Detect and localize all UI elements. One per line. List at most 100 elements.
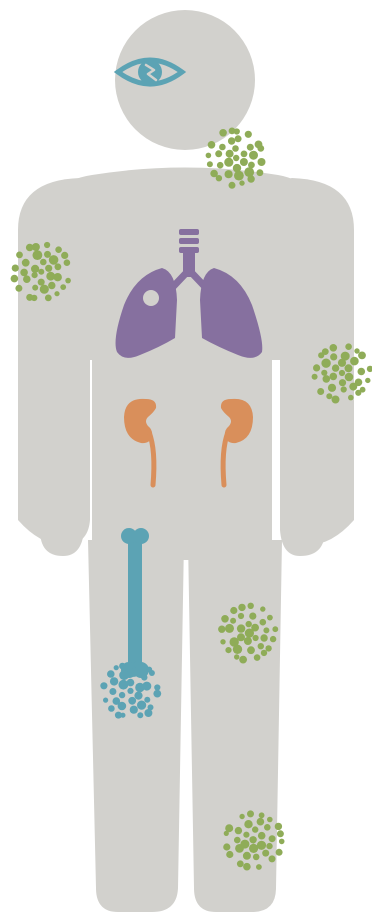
lesion-dot [317,388,324,395]
lesion-dot [262,850,269,857]
lesion-dot [55,246,62,253]
lesion-dot [345,364,353,372]
lesion-dot [244,637,252,645]
lesion-dot [61,252,68,259]
lesion-dot [103,698,108,703]
lesion-dot [128,697,136,705]
lesion-dot [355,379,363,387]
lesion-dot [226,851,233,858]
lesion-dot [313,364,320,371]
lesion-dot [226,150,234,158]
lesion-dot [258,643,264,649]
lesion-dot [235,135,242,142]
lesion-dot [215,150,222,157]
lesion-dot [225,624,234,633]
lesion-dot [224,158,233,167]
lesion-dot [65,278,71,284]
lesion-dot [115,712,122,719]
lesion-dot [261,650,267,656]
lesion-dot [328,384,336,392]
lesion-dot [239,180,244,185]
lesion-dot [219,144,226,151]
lesion-dot [141,674,147,680]
lesion-dot [247,810,254,817]
lesion-dot [248,603,254,609]
lesion-dot [119,692,125,698]
lesion-dot [40,285,49,294]
lesion-dot [330,373,338,381]
lesion-dot [100,682,107,689]
lesion-dot [33,250,43,260]
lesion-dot [130,668,139,677]
lesion-dot [225,647,231,653]
lesion-dot [207,161,213,167]
lesion-dot [225,824,233,832]
lesion-dot [355,390,361,396]
lesion-dot [341,352,350,361]
lesion-dot [258,832,266,840]
lesion-dot [234,171,244,181]
lesion-dot [322,348,329,355]
lesion-dot [256,864,262,870]
lesion-dot [127,679,135,687]
lesion-dot [49,255,59,265]
lesion-dot [54,273,62,281]
lesion-dot [332,364,339,371]
lesion-dot [32,243,40,251]
lesion-dot [234,837,241,844]
lesion-dot [230,637,239,646]
lesion-dot [254,654,261,661]
lesion-dot [348,395,354,401]
lesion-dot [153,690,161,698]
lesion-dot [247,646,255,654]
lesion-dot [38,279,45,286]
lesion-dot [127,688,133,694]
lesion-dot [350,357,359,366]
lesion-dot [12,265,19,272]
lesion-dot [220,639,225,644]
lesion-dot [339,370,345,376]
lesion-dot [44,242,50,248]
lesion-dot [330,344,338,352]
lesion-dot [40,259,47,266]
lesion-dot [137,701,146,710]
lesion-dot [251,624,259,632]
lesion-dot [332,396,340,404]
lesion-dot [219,129,227,137]
lesion-dot [259,812,265,818]
lesion-dot [239,656,247,664]
lesion-dot [243,852,251,860]
lesion-dot [249,151,258,160]
lesion-dot [257,818,265,826]
lesion-dot [260,606,265,611]
lesion-dot [264,824,271,831]
lesion-dot [253,635,259,641]
lesion-dot [32,285,38,291]
lesion-dot [326,393,332,399]
right-leg [188,540,282,912]
lesion-dot [119,663,126,670]
lesion-dot [263,627,269,633]
lesion-dot [235,827,242,834]
lesion-dot [110,677,118,685]
lesion-dot [137,712,143,718]
lesion-dot [258,158,266,166]
body-silhouette [18,10,354,912]
lesion-dot [64,259,71,266]
lesion-dot [279,839,285,845]
lesion-dot [345,343,352,350]
lesion-dot [238,613,244,619]
lesion-dot [243,832,249,838]
lesion-dot [55,263,62,270]
lesion-dot [31,265,39,273]
lesion-dot [229,182,236,189]
lesion-dot [239,814,244,819]
lesion-dot [269,855,276,862]
left-arm [18,178,90,545]
lesion-dot [237,624,245,632]
lesion-dot [149,670,155,676]
lesion-dot [244,167,254,177]
lesion-dot [354,348,359,353]
lesion-dot [312,374,318,380]
